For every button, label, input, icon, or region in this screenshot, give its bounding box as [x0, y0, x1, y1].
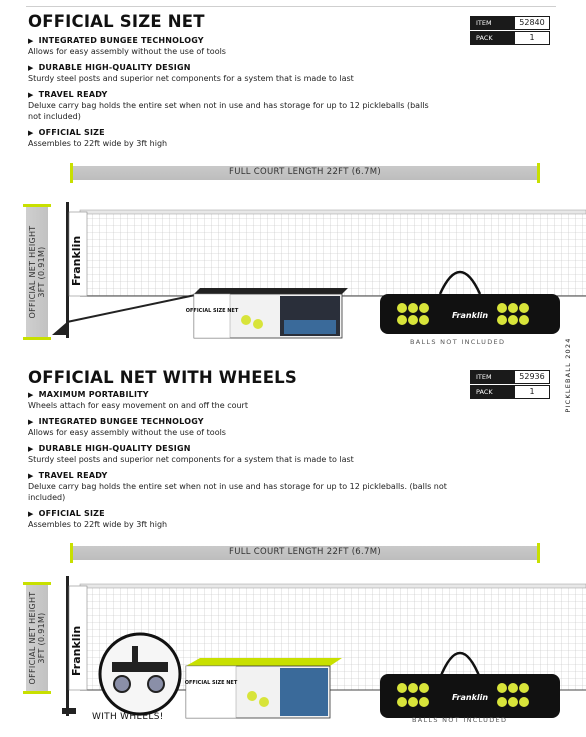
spec-value: 52936 [514, 370, 550, 384]
bullet-triangle-icon: ▶ [28, 128, 34, 137]
feature-heading: DURABLE HIGH-QUALITY DESIGN [38, 63, 191, 72]
net-with-wheels-product-image: Franklin OFFICIAL SIZE NET Franklin [62, 576, 586, 719]
feature-heading: TRAVEL READY [38, 90, 108, 99]
feature-list: ▶ MAXIMUM PORTABILITY Wheels attach for e… [28, 390, 458, 536]
brand-logo: Franklin [70, 236, 83, 286]
bag-brand-logo: Franklin [452, 311, 488, 320]
feature-description: Sturdy steel posts and superior net comp… [28, 455, 354, 464]
feature-description: Deluxe carry bag holds the entire set wh… [28, 101, 429, 121]
feature-item: ▶ OFFICIAL SIZE Assembles to 22ft wide by… [28, 128, 458, 149]
product-box: OFFICIAL SIZE NET [185, 658, 342, 719]
feature-description: Wheels attach for easy movement on and o… [28, 401, 248, 410]
bullet-triangle-icon: ▶ [28, 390, 34, 399]
spec-row-item: ITEM 52840 [470, 16, 550, 30]
feature-description: Allows for easy assembly without the use… [28, 47, 226, 56]
product-title: OFFICIAL NET WITH WHEELS [28, 368, 297, 387]
feature-description: Deluxe carry bag holds the entire set wh… [28, 482, 447, 502]
net-height-bar: OFFICIAL NET HEIGHT 3FT (0.91M) [23, 204, 51, 340]
with-wheels-caption: WITH WHEELS! [92, 712, 164, 722]
bullet-triangle-icon: ▶ [28, 90, 34, 99]
product-title: OFFICIAL SIZE NET [28, 12, 205, 31]
net [79, 209, 586, 297]
bullet-triangle-icon: ▶ [28, 417, 34, 426]
box-label: OFFICIAL SIZE NET [185, 680, 238, 686]
net-post: Franklin [52, 202, 201, 338]
bullet-triangle-icon: ▶ [28, 509, 34, 518]
court-length-label: FULL COURT LENGTH 22FT (6.7M) [229, 167, 381, 177]
feature-item: ▶ INTEGRATED BUNGEE TECHNOLOGY Allows for… [28, 417, 458, 438]
spec-row-pack: PACK 1 [470, 385, 550, 399]
feature-heading: INTEGRATED BUNGEE TECHNOLOGY [38, 417, 204, 426]
feature-list: ▶ INTEGRATED BUNGEE TECHNOLOGY Allows for… [28, 36, 458, 155]
spec-value: 1 [514, 385, 550, 399]
net-height-label: OFFICIAL NET HEIGHT 3FT (0.91M) [28, 225, 46, 319]
feature-item: ▶ DURABLE HIGH-QUALITY DESIGN Sturdy stee… [28, 444, 458, 465]
feature-description: Sturdy steel posts and superior net comp… [28, 74, 354, 83]
court-length-bar: FULL COURT LENGTH 22FT (6.7M) [70, 543, 540, 563]
spec-row-pack: PACK 1 [470, 31, 550, 45]
feature-item: ▶ TRAVEL READY Deluxe carry bag holds the… [28, 90, 458, 122]
bullet-triangle-icon: ▶ [28, 63, 34, 72]
net-height-label: OFFICIAL NET HEIGHT 3FT (0.91M) [28, 591, 46, 685]
spec-key: PACK [470, 385, 514, 399]
feature-item: ▶ OFFICIAL SIZE Assembles to 22ft wide by… [28, 509, 458, 530]
feature-item: ▶ INTEGRATED BUNGEE TECHNOLOGY Allows for… [28, 36, 458, 57]
feature-description: Assembles to 22ft wide by 3ft high [28, 139, 168, 148]
balls-not-included-caption: BALLS NOT INCLUDED [410, 338, 506, 346]
bullet-triangle-icon: ▶ [28, 36, 34, 45]
spec-row-item: ITEM 52936 [470, 370, 550, 384]
box-label: OFFICIAL SIZE NET [186, 308, 239, 314]
spec-key: ITEM [470, 16, 514, 30]
feature-item: ▶ MAXIMUM PORTABILITY Wheels attach for e… [28, 390, 458, 411]
spec-value: 1 [514, 31, 550, 45]
feature-heading: INTEGRATED BUNGEE TECHNOLOGY [38, 36, 204, 45]
carry-bag: Franklin [380, 651, 560, 718]
feature-heading: TRAVEL READY [38, 471, 108, 480]
feature-description: Allows for easy assembly without the use… [28, 428, 226, 437]
bullet-triangle-icon: ▶ [28, 471, 34, 480]
balls-not-included-caption: BALLS NOT INCLUDED [412, 716, 508, 724]
bullet-triangle-icon: ▶ [28, 444, 34, 453]
spec-key: ITEM [470, 370, 514, 384]
spec-key: PACK [470, 31, 514, 45]
wheels-detail [98, 632, 182, 716]
feature-heading: DURABLE HIGH-QUALITY DESIGN [38, 444, 191, 453]
side-label: PICKLEBALL 2024 [564, 337, 572, 413]
feature-item: ▶ DURABLE HIGH-QUALITY DESIGN Sturdy stee… [28, 63, 458, 84]
feature-item: ▶ TRAVEL READY Deluxe carry bag holds the… [28, 471, 458, 503]
spec-value: 52840 [514, 16, 550, 30]
bag-brand-logo: Franklin [452, 693, 488, 702]
feature-heading: OFFICIAL SIZE [38, 128, 105, 137]
net-post: Franklin [62, 576, 88, 716]
court-length-label: FULL COURT LENGTH 22FT (6.7M) [229, 547, 381, 557]
carry-bag: Franklin [380, 271, 560, 334]
net-product-image: Franklin OFFICIAL SIZE NET Franklin [52, 202, 586, 339]
product-box: OFFICIAL SIZE NET [186, 288, 348, 339]
top-divider [26, 6, 556, 7]
court-length-bar: FULL COURT LENGTH 22FT (6.7M) [70, 163, 540, 183]
feature-heading: OFFICIAL SIZE [38, 509, 105, 518]
brand-logo: Franklin [70, 626, 83, 676]
feature-heading: MAXIMUM PORTABILITY [38, 390, 149, 399]
feature-description: Assembles to 22ft wide by 3ft high [28, 520, 168, 529]
net-height-bar: OFFICIAL NET HEIGHT 3FT (0.91M) [23, 582, 51, 694]
spec-table: ITEM 52936 PACK 1 [470, 370, 550, 400]
spec-table: ITEM 52840 PACK 1 [470, 16, 550, 46]
